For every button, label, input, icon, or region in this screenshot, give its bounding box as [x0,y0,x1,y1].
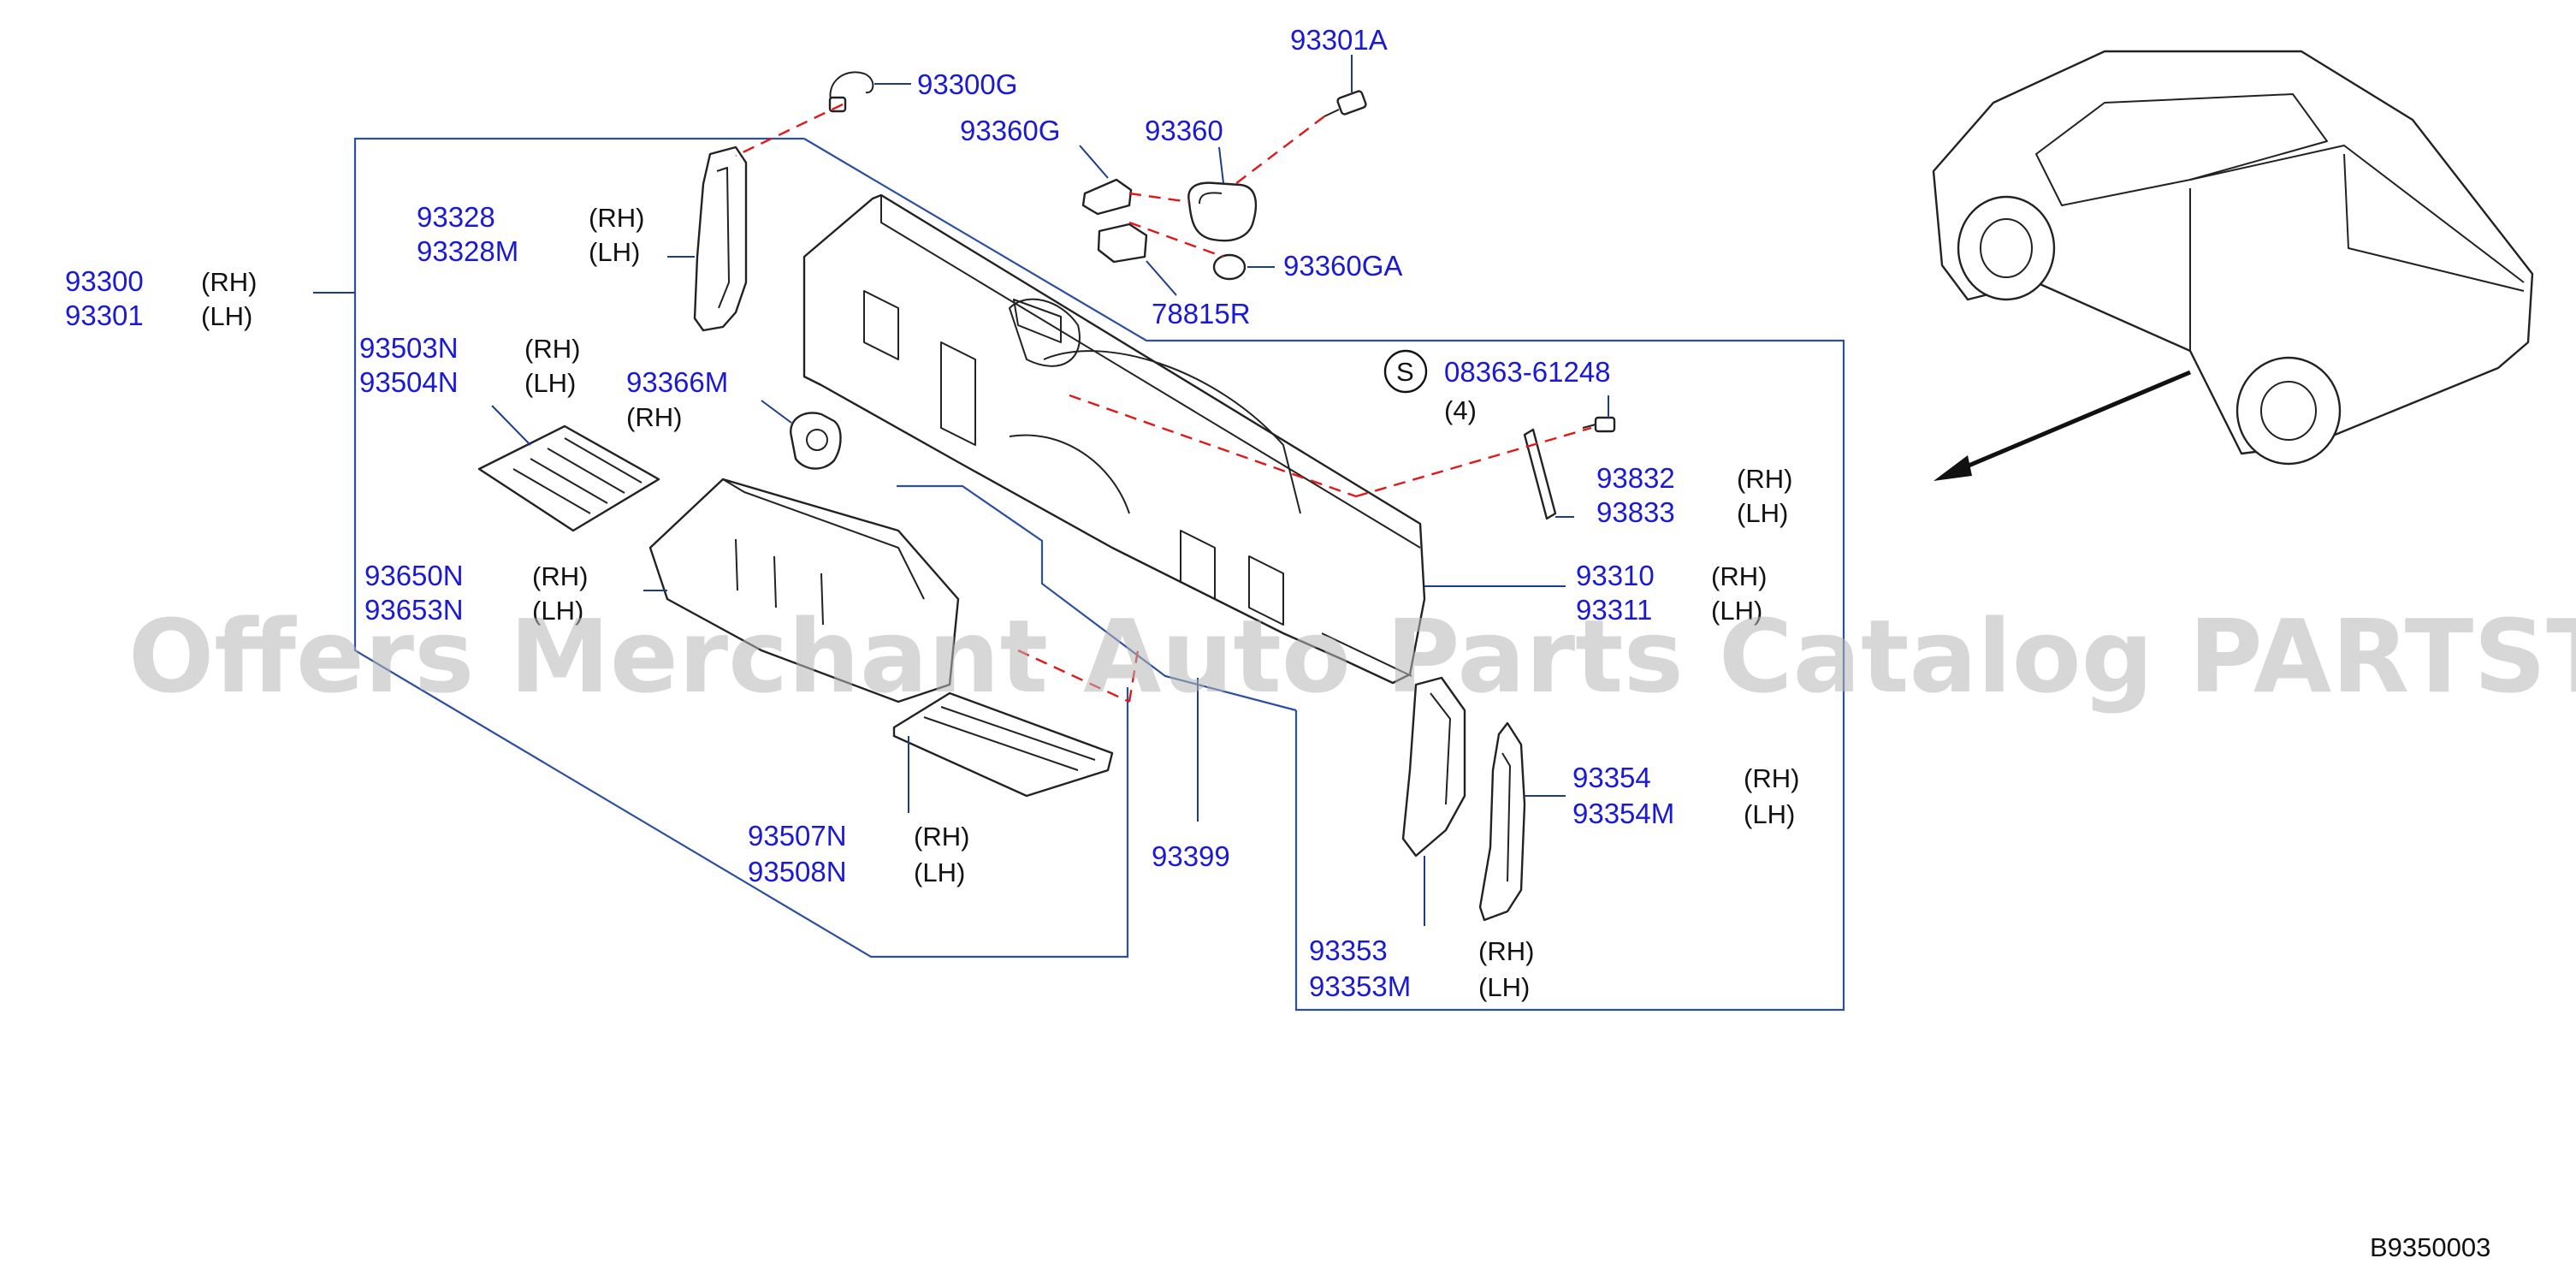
label-93354-side: (RH) [1744,763,1799,793]
label-93507N: 93507N [748,820,847,852]
assembly-frames [313,137,1845,1012]
screw-08363-drawing [1582,395,1616,433]
label-93353-side: (RH) [1478,936,1534,966]
plate-93503N-drawing [477,405,660,532]
label-93328M-side: (LH) [589,237,640,267]
truck-inset-illustration [1932,50,2534,481]
label-93653N: 93653N [364,594,464,626]
label-93832-side: (RH) [1737,464,1792,494]
label-93310-side: (RH) [1711,561,1767,591]
bolt-93301A-drawing [1324,55,1367,117]
screw-symbol: S [1396,357,1414,387]
label-93301A: 93301A [1290,24,1388,56]
label-08363-qty: (4) [1444,395,1477,425]
label-93328-side: (RH) [589,203,644,233]
gusset-93328-drawing [667,145,748,332]
label-93503N-side: (RH) [524,334,580,364]
label-93311: 93311 [1576,594,1652,626]
label-93353: 93353 [1309,935,1388,966]
label-93300-side: (RH) [201,267,257,297]
panel-93353-drawing [1401,676,1466,926]
frame-main-outline [803,138,1845,1012]
frame-93300 [353,137,1129,958]
label-93399: 93399 [1152,840,1230,872]
label-93301-side: (LH) [201,301,252,331]
label-93833-side: (LH) [1737,498,1788,528]
label-93301: 93301 [65,300,144,331]
label-93328: 93328 [417,201,495,233]
label-93503N: 93503N [359,332,459,364]
stay-93832-drawing [1523,428,1574,520]
label-93311-side: (LH) [1711,596,1762,626]
label-93650N-side: (RH) [532,561,588,591]
fender-93650N-drawing [643,478,960,703]
front-panel-93310-drawing [802,193,1426,685]
frame-floor-line [897,484,1297,712]
label-93353M-side: (LH) [1478,972,1530,1002]
label-93504N-side: (LH) [524,368,576,398]
part-drawings [477,55,1616,926]
cap-93360GA-drawing [1212,253,1275,281]
label-93832: 93832 [1596,462,1675,494]
grommet-93360G-drawing [1079,145,1133,216]
label-93653N-side: (LH) [532,596,583,626]
label-93833: 93833 [1596,496,1675,528]
latch-93360-drawing [1187,146,1258,242]
label-93354: 93354 [1572,762,1651,793]
label-93650N: 93650N [364,560,464,591]
label-93507N-side: (RH) [914,822,969,852]
label-93360G: 93360G [960,115,1060,146]
label-93353M: 93353M [1309,970,1411,1002]
callout-labels: 93301A 93300G 93360G 93360 93360GA 78815… [65,24,1799,1002]
bracket-93366M-drawing [761,400,842,470]
watermark: Offers Merchant Auto Parts Catalog PARTS… [128,597,2576,715]
label-93360: 93360 [1145,115,1223,146]
label-78815R: 78815R [1152,298,1251,329]
label-93508N-side: (LH) [914,858,965,887]
label-08363-61248: 08363-61248 [1444,356,1611,388]
panel-93354-drawing [1478,721,1566,922]
label-93328M: 93328M [417,235,518,267]
label-93508N: 93508N [748,856,847,887]
label-93300G: 93300G [917,68,1017,100]
alignment-guides [735,103,1592,703]
label-93354M-side: (LH) [1744,799,1795,829]
plate-93507N-drawing [892,691,1114,813]
label-93354M: 93354M [1572,798,1674,829]
label-93300: 93300 [65,265,144,297]
label-93310: 93310 [1576,560,1655,591]
diagram-reference: B9350003 [2370,1232,2490,1262]
screw-symbol-circle [1383,349,1428,394]
label-93366M: 93366M [626,366,728,398]
label-93366M-side: (RH) [626,402,682,432]
label-93504N: 93504N [359,366,459,398]
label-93360GA: 93360GA [1283,250,1402,282]
clip-78815R-drawing [1097,223,1177,296]
